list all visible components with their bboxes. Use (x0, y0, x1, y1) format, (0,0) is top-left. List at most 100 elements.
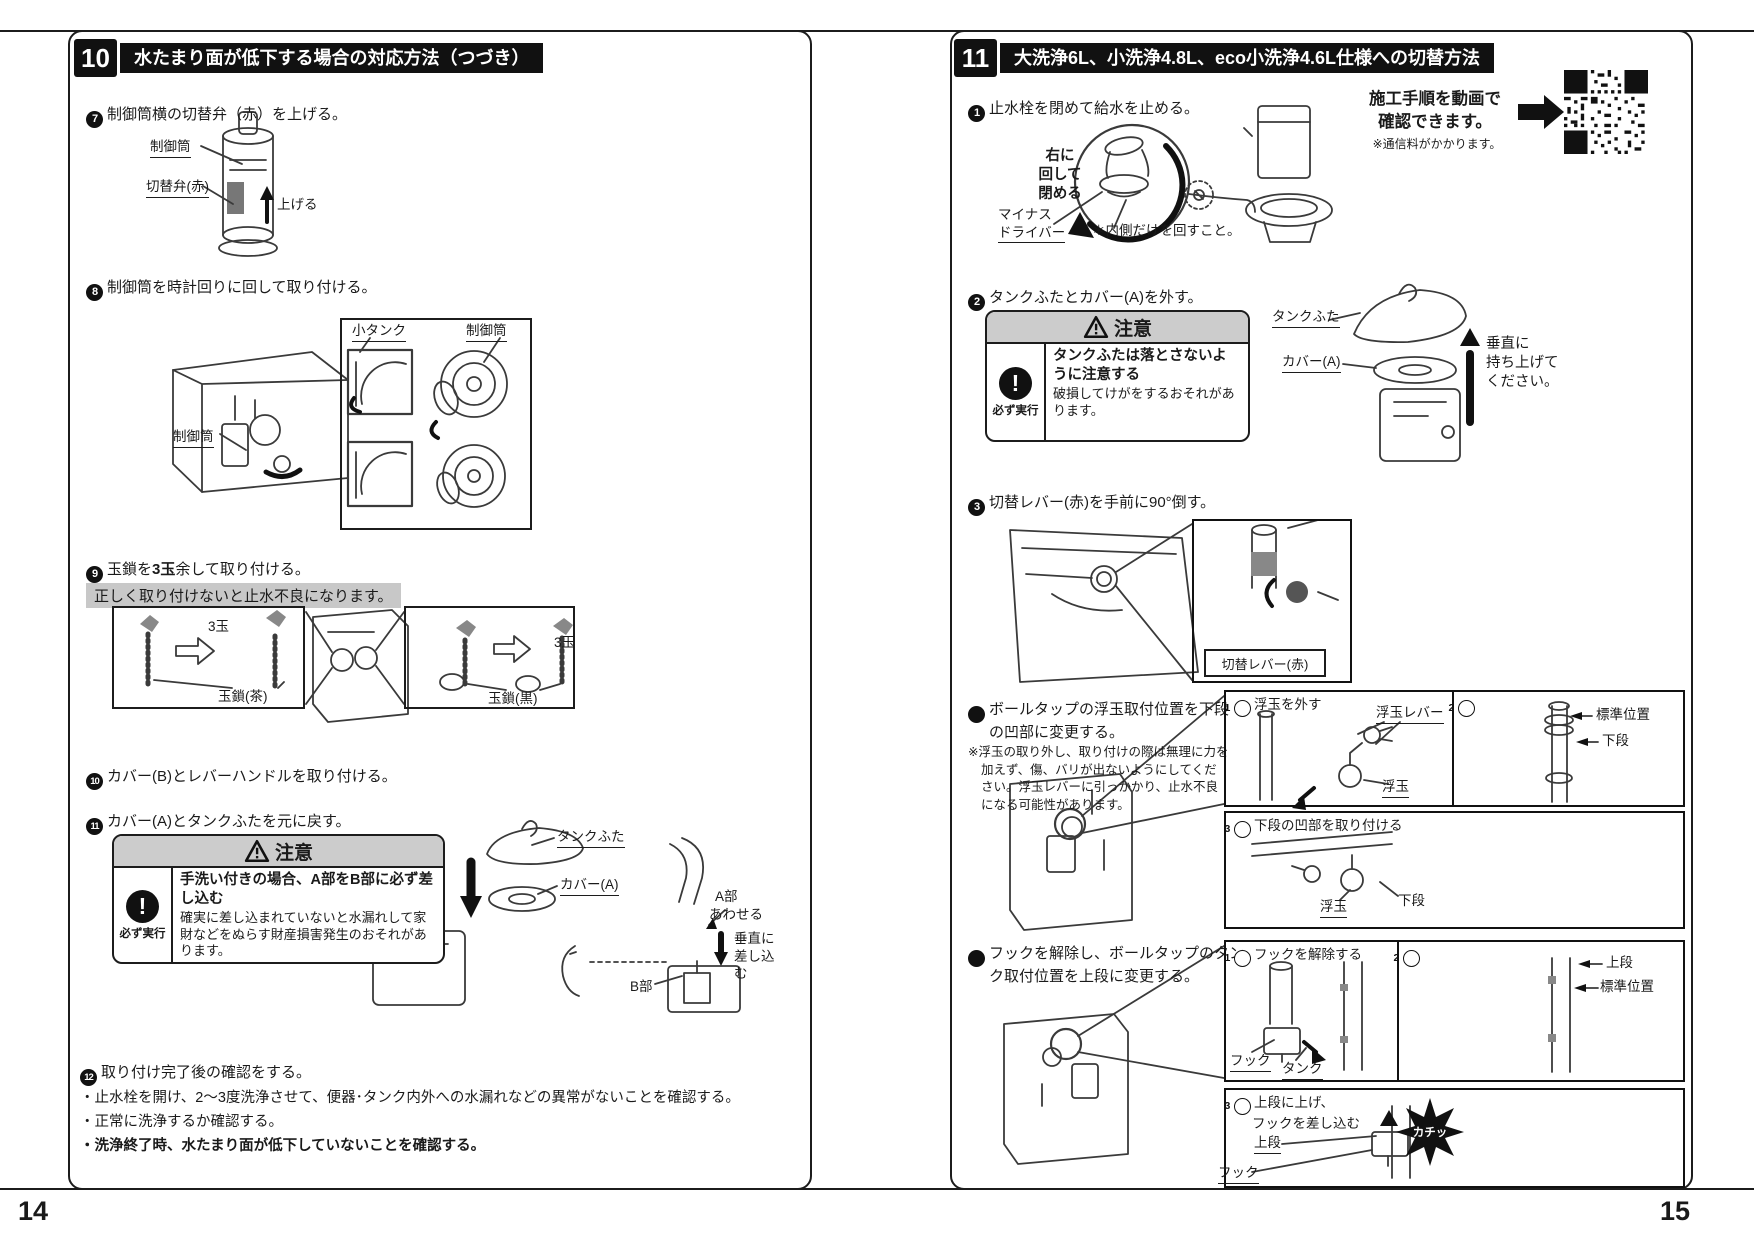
circled-1: 1 (1225, 950, 1251, 968)
label-upper-position-2: 上段 (1254, 1134, 1281, 1154)
circled-2: 2 (1394, 950, 1420, 968)
circled-2: 2 (1449, 700, 1475, 718)
label-hook: フック (1230, 1052, 1271, 1072)
label-float-lever: 浮玉レバー (1376, 704, 1444, 724)
fig4-step2-title: 2 (1449, 696, 1478, 718)
caution-header: 注意 (987, 312, 1248, 344)
caution-text-cell: 手洗い付きの場合、A部をB部に必ず差し込む 確実に差し込まれていないと水漏れして… (173, 868, 443, 962)
mandatory-cell: 必ず実行 (114, 868, 173, 962)
step-1-text: 止水栓を閉めて給水を止める。 (989, 100, 1200, 117)
fig9-left-box (112, 606, 305, 709)
label-raise: 上げる (277, 197, 318, 212)
video-guide-line2: 確認できます。 (1378, 113, 1492, 131)
page-number-left: 14 (18, 1196, 49, 1226)
step-9-text-tail: 余して取り付ける。 (175, 561, 310, 578)
label-part-a: A部 (715, 889, 738, 904)
step-10-text: カバー(B)とレバーハンドルを取り付ける。 (107, 768, 397, 785)
caution-header: 注意 (114, 836, 443, 868)
warning-triangle-icon (1083, 315, 1109, 339)
check-item-1: ・止水栓を開け、2～3度洗浄させて、便器･タンク内外への水漏れなどの異常がないこ… (80, 1090, 740, 1106)
step-3-text: 切替レバー(赤)を手前に90°倒す。 (989, 494, 1216, 511)
step-8-text: 制御筒を時計回りに回して取り付ける。 (107, 279, 377, 296)
page-number-right: 15 (1660, 1196, 1691, 1226)
caution-box-lid: 注意 必ず実行 タンクふたは落とさないように注意する 破損してけがをするおそれが… (985, 310, 1250, 442)
label-3-beads-right: 3玉 (554, 635, 576, 650)
step-8-marker: 8 (86, 284, 103, 302)
caution-title: 手洗い付きの場合、A部をB部に必ず差し込む (180, 872, 433, 907)
label-hook-2: フック (1218, 1164, 1259, 1184)
fig3-inset-box (1192, 519, 1352, 683)
step-9-warning-note: 正しく取り付けないと止水不良になります。 (86, 583, 401, 608)
step-5-text: フックを解除し、ボールタップのタンク取付位置を上段に変更する。 (989, 945, 1245, 985)
label-control-cylinder-tank: 制御筒 (173, 428, 214, 448)
caution-title: タンクふたは落とさないように注意する (1053, 348, 1227, 383)
step-5-marker: 5 (956, 949, 985, 967)
label-lift-vertically: 垂直に 持ち上げて ください。 (1486, 336, 1559, 390)
mandatory-cell: 必ず実行 (987, 344, 1046, 440)
video-guide-note: ※通信料がかかります。 (1372, 137, 1502, 151)
label-chain-black: 玉鎖(黒) (488, 691, 538, 706)
label-standard-position-2: 標準位置 (1600, 979, 1654, 994)
label-part-b: B部 (630, 979, 653, 994)
caution-body: 必ず実行 手洗い付きの場合、A部をB部に必ず差し込む 確実に差し込まれていないと… (114, 868, 443, 962)
label-flathead-screwdriver: マイナス ドライバー (998, 206, 1066, 244)
caution-header-text: 注意 (274, 842, 313, 864)
step-12-marker: 12 (80, 1069, 97, 1087)
circled-1: 1 (1225, 700, 1251, 718)
panel-divider (1452, 692, 1454, 805)
mandatory-icon (126, 889, 159, 923)
step-4-text: ボールタップの浮玉取付位置を下段の凹部に変更する。 (989, 701, 1230, 741)
mandatory-icon (999, 366, 1032, 400)
fig5-step2-title: 2 (1394, 946, 1423, 968)
caution-box-insert: 注意 必ず実行 手洗い付きの場合、A部をB部に必ず差し込む 確実に差し込まれてい… (112, 834, 445, 964)
circled-3: 3 (1225, 821, 1251, 839)
label-switch-valve: 切替弁(赤) (146, 178, 209, 198)
step-10-marker: 10 (86, 773, 103, 791)
step-4-note: ※浮玉の取り外し、取り付けの際は無理に力を加えず、傷、バリが出ないようにしてくだ… (968, 745, 1229, 812)
label-lower-position-2: 下段 (1398, 893, 1425, 908)
step-3-marker: 3 (968, 499, 985, 517)
label-insert-vertically: 垂直に 差し込 む (734, 931, 775, 982)
caution-description: 確実に差し込まれていないと水漏れして家財などをぬらす財産損害発生のおそれがありま… (180, 909, 427, 959)
caution-description: 破損してけがをするおそれがあります。 (1053, 385, 1235, 418)
caution-header-text: 注意 (1113, 318, 1152, 340)
mandatory-label: 必ず実行 (992, 404, 1039, 417)
click-burst-label: カチッ (1412, 1127, 1448, 1139)
fig4-step3-text: 下段の凹部を取り付ける (1254, 818, 1403, 833)
step-11-marker: 11 (86, 818, 103, 836)
section-number: 11 (954, 39, 997, 77)
label-cover-a: カバー(A) (560, 876, 619, 896)
step-11-text: カバー(A)とタンクふたを元に戻す。 (107, 813, 351, 830)
label-float-2: 浮玉 (1320, 898, 1347, 918)
label-fit: あわせる (709, 907, 763, 922)
caution-text-cell: タンクふたは落とさないように注意する 破損してけがをするおそれがあります。 (1046, 344, 1248, 440)
fig4-step1-text: 浮玉を外す (1254, 697, 1322, 712)
label-turn-inner-only: ＊内側だけを回すこと。 (1092, 223, 1241, 238)
label-tank-lid: タンクふた (557, 828, 625, 848)
label-tank-lid: タンクふた (1272, 308, 1340, 328)
label-standard-position: 標準位置 (1596, 707, 1650, 722)
step-9-text: 玉鎖を (107, 561, 153, 578)
section-title: 大洗浄6L、小洗浄4.8L、eco小洗浄4.6L仕様への切替方法 (1000, 43, 1495, 73)
fig8-inset-box (340, 318, 532, 530)
step-12-text: 取り付け完了後の確認をする。 (101, 1064, 312, 1081)
caution-body: 必ず実行 タンクふたは落とさないように注意する 破損してけがをするおそれがありま… (987, 344, 1248, 440)
step-1-marker: 1 (968, 105, 985, 123)
label-control-cylinder-inset: 制御筒 (466, 322, 507, 342)
fig5-step1-text: フックを解除する (1254, 947, 1362, 962)
label-control-cylinder: 制御筒 (150, 138, 191, 158)
label-cover-a: カバー(A) (1282, 353, 1341, 373)
